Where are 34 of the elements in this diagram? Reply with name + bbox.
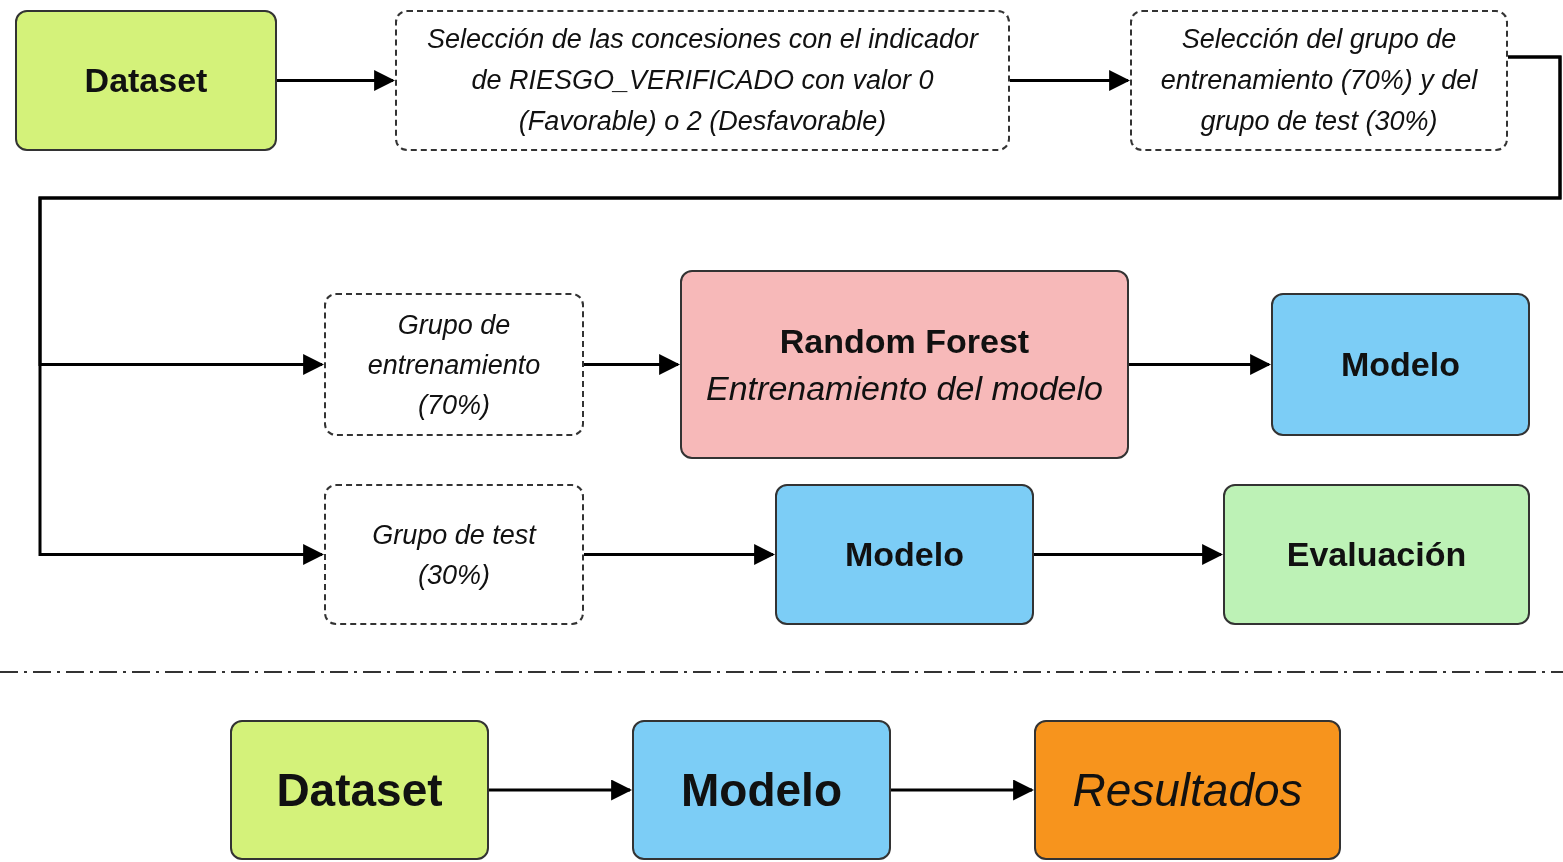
box-text: Selección de las concesiones con el indicador de RIESGO_VERIFICADO con valor 0 (Favorable) o 2 (Desfavorable) (426, 23, 980, 138)
arrow (584, 354, 681, 375)
box-text: Modelo (845, 534, 964, 575)
box-text: Grupo de test (30%) (371, 518, 538, 592)
box-text: Entrenamiento del modelo (706, 367, 1103, 409)
process-box (1271, 293, 1530, 436)
data-box (324, 293, 584, 436)
arrow (277, 70, 396, 91)
box-text: Evaluación (1286, 534, 1467, 575)
process-box (632, 720, 891, 860)
box-text: Modelo (1341, 344, 1460, 385)
arrow (584, 544, 776, 565)
box-text: Dataset (276, 762, 443, 818)
arrow (891, 779, 1035, 801)
box-text: Resultados (1072, 762, 1303, 818)
arrow (1129, 354, 1272, 375)
arrow (38, 55, 1562, 565)
box-text: Selección del grupo de entrenamiento (70%) y del grupo de test (30%) (1159, 23, 1479, 138)
process-box (1130, 10, 1508, 151)
box-title: Random Forest (779, 320, 1030, 362)
arrow (489, 779, 633, 801)
arrow (1034, 544, 1224, 565)
process-box (1034, 720, 1341, 860)
process-box (15, 10, 277, 151)
box-text: Dataset (84, 60, 208, 101)
arrow (1010, 70, 1131, 91)
box-text: Modelo (681, 762, 842, 818)
process-box (775, 484, 1034, 625)
process-box (1223, 484, 1530, 625)
box-text: Grupo de entrenamiento (70%) (366, 308, 542, 422)
data-box (324, 484, 584, 625)
process-box (680, 270, 1129, 459)
process-box (395, 10, 1010, 151)
process-box (230, 720, 489, 860)
